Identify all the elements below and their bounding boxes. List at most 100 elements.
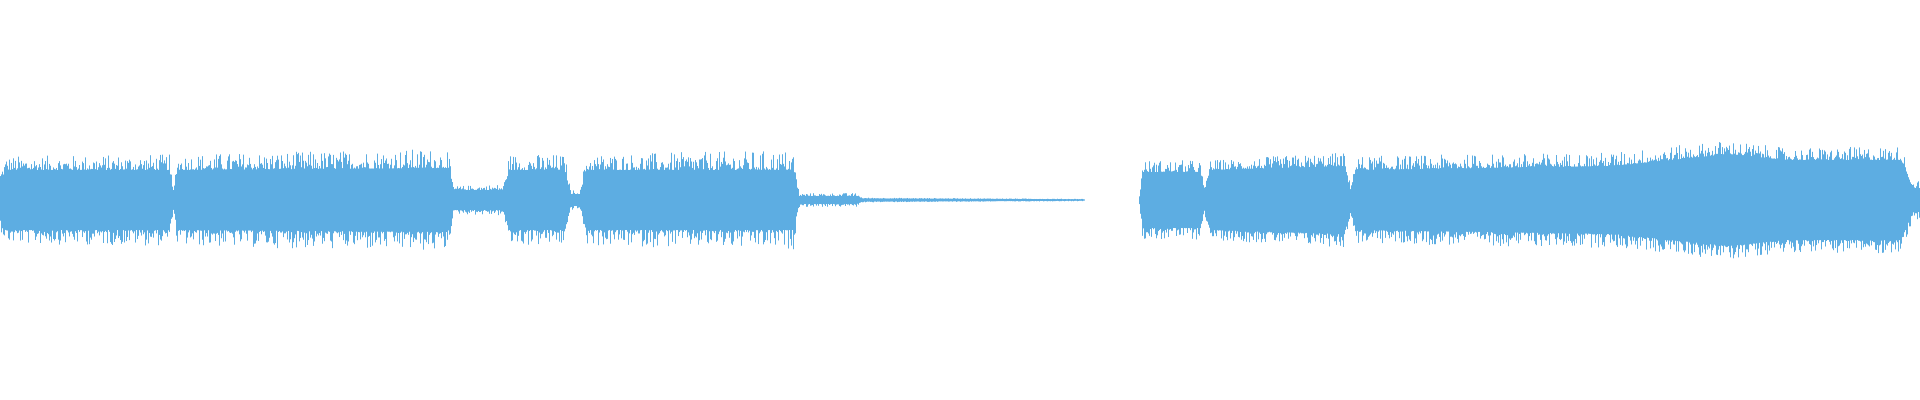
waveform-sample-bar	[1675, 154, 1676, 241]
waveform-sample-bar	[1263, 168, 1264, 234]
waveform-sample-bar	[187, 169, 188, 238]
waveform-sample-bar	[1272, 163, 1273, 235]
waveform-sample-bar	[103, 156, 104, 243]
waveform-sample-bar	[539, 157, 540, 233]
waveform-sample-bar	[983, 198, 984, 202]
waveform-sample-bar	[270, 158, 271, 231]
waveform-sample-bar	[1909, 179, 1910, 227]
waveform-sample-bar	[1366, 169, 1367, 241]
waveform-sample-bar	[1718, 147, 1719, 250]
waveform-sample-bar	[693, 161, 694, 231]
waveform-sample-bar	[263, 167, 264, 232]
waveform-sample-bar	[44, 164, 45, 232]
waveform-sample-bar	[1407, 164, 1408, 242]
waveform-sample-bar	[157, 168, 158, 231]
waveform-sample-bar	[855, 193, 856, 205]
waveform-sample-bar	[1150, 168, 1151, 230]
waveform-sample-bar	[1344, 155, 1345, 235]
waveform-sample-bar	[351, 164, 352, 232]
waveform-sample-bar	[412, 149, 413, 235]
waveform-sample-bar	[154, 168, 155, 231]
waveform-sample-bar	[1168, 167, 1169, 238]
waveform-sample-bar	[62, 169, 63, 234]
waveform-sample-bar	[136, 169, 137, 231]
waveform-sample-bar	[32, 169, 33, 231]
waveform-sample-bar	[1410, 156, 1411, 241]
waveform-sample-bar	[971, 198, 972, 202]
waveform-sample-bar	[1492, 154, 1493, 233]
waveform-sample-bar	[1720, 142, 1721, 256]
waveform-sample-bar	[1541, 162, 1542, 246]
waveform-sample-bar	[635, 169, 636, 231]
waveform-sample-bar	[1512, 167, 1513, 238]
waveform-sample-bar	[407, 163, 408, 233]
waveform-sample-bar	[917, 198, 918, 202]
waveform-sample-bar	[280, 168, 281, 233]
waveform-sample-bar	[1630, 164, 1631, 241]
waveform-sample-bar	[816, 195, 817, 206]
waveform-sample-bar	[815, 195, 816, 205]
waveform-sample-bar	[1206, 180, 1207, 221]
waveform-sample-bar	[1805, 159, 1806, 241]
waveform-sample-bar	[669, 169, 670, 231]
waveform-sample-bar	[949, 198, 950, 202]
waveform-sample-bar	[639, 169, 640, 234]
waveform-sample-bar	[801, 195, 802, 205]
waveform-sample-bar	[724, 151, 725, 242]
waveform-sample-bar	[657, 168, 658, 246]
waveform-sample-bar	[1685, 148, 1686, 251]
waveform-sample-bar	[1869, 157, 1870, 247]
waveform-sample-bar	[1155, 171, 1156, 235]
waveform-sample-bar	[663, 164, 664, 233]
waveform-sample-bar	[1766, 156, 1767, 243]
waveform-sample-bar	[755, 169, 756, 243]
waveform-sample-bar	[1363, 168, 1364, 236]
waveform-sample-bar	[1081, 198, 1082, 201]
waveform-sample-bar	[1186, 171, 1187, 229]
waveform-sample-bar	[1028, 198, 1029, 202]
waveform-sample-bar	[49, 163, 50, 241]
waveform-sample-bar	[1309, 166, 1310, 243]
waveform-sample-bar	[1187, 171, 1188, 233]
waveform-sample-bar	[206, 166, 207, 234]
waveform-sample-bar	[754, 167, 755, 238]
waveform-sample-bar	[996, 198, 997, 202]
waveform-sample-bar	[1622, 164, 1623, 246]
waveform-sample-bar	[442, 167, 443, 233]
waveform-sample-bar	[1172, 171, 1173, 231]
waveform-sample-bar	[947, 198, 948, 202]
waveform-sample-bar	[1626, 164, 1627, 249]
waveform-sample-bar	[633, 167, 634, 233]
waveform-sample-bar	[866, 198, 867, 202]
waveform-sample-bar	[1143, 171, 1144, 229]
waveform-sample-bar	[1221, 169, 1222, 239]
waveform-sample-bar	[925, 198, 926, 202]
waveform-sample-bar	[2, 171, 3, 229]
waveform-sample-bar	[1179, 165, 1180, 235]
waveform-sample-bar	[365, 167, 366, 238]
waveform-sample-bar	[441, 160, 442, 239]
waveform-sample-bar	[1655, 155, 1656, 252]
waveform-sample-bar	[1248, 168, 1249, 233]
waveform-sample-bar	[854, 194, 855, 205]
waveform-sample-bar	[1450, 164, 1451, 237]
waveform-sample-bar	[348, 160, 349, 242]
waveform-sample-bar	[548, 164, 549, 233]
waveform-sample-bar	[245, 167, 246, 231]
waveform-sample-bar	[1011, 198, 1012, 202]
waveform-sample-bar	[1788, 157, 1789, 241]
waveform-sample-bar	[988, 198, 989, 202]
waveform-sample-bar	[802, 194, 803, 206]
waveform-sample-bar	[527, 169, 528, 231]
waveform-sample-bar	[12, 169, 13, 232]
waveform-sample-bar	[443, 166, 444, 237]
waveform-sample-bar	[1674, 155, 1675, 245]
waveform-sample-bar	[761, 169, 762, 231]
waveform-sample-bar	[241, 166, 242, 240]
waveform-sample-bar	[260, 163, 261, 232]
waveform-sample-bar	[1265, 165, 1266, 242]
waveform-sample-bar	[190, 169, 191, 238]
waveform-sample-bar	[95, 169, 96, 231]
waveform-sample-bar	[1040, 198, 1041, 201]
waveform-sample-bar	[627, 163, 628, 232]
